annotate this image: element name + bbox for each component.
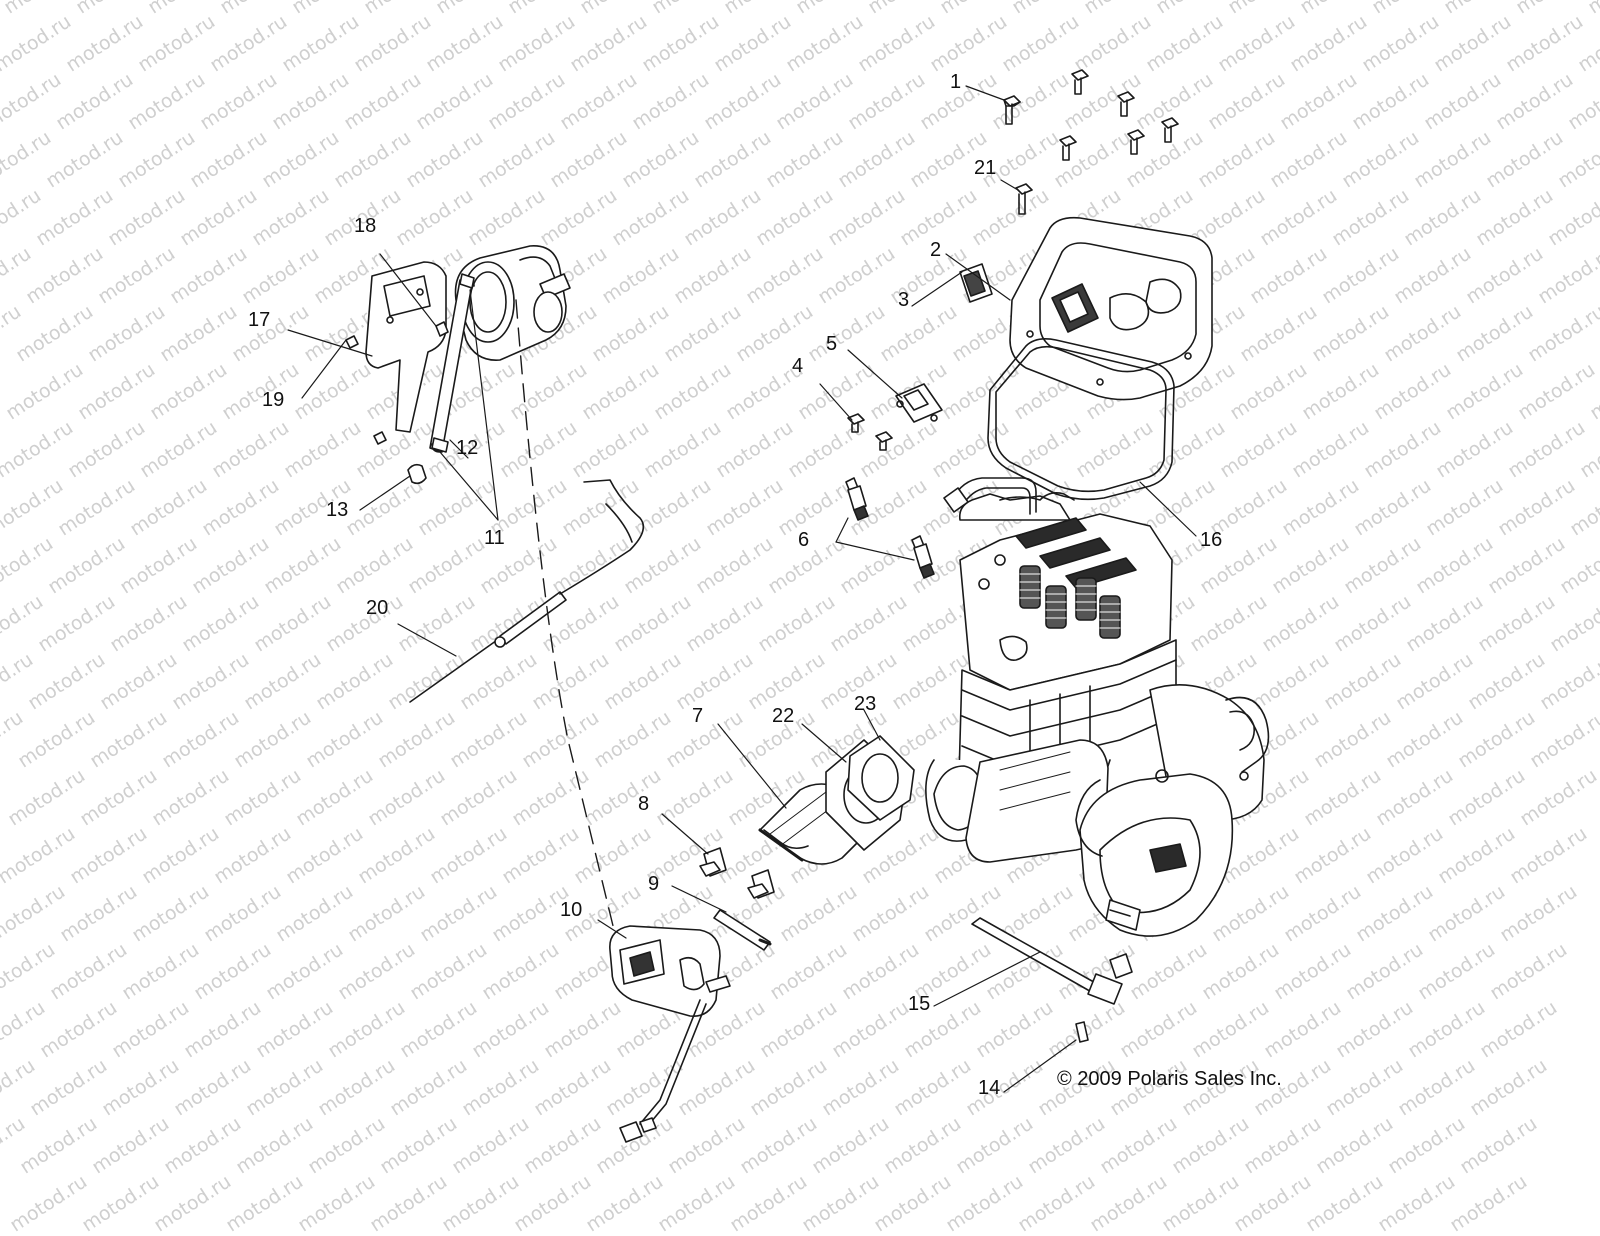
gasket-3 — [959, 263, 993, 303]
rod-15 — [971, 917, 1133, 1005]
throttle-cable — [409, 479, 645, 703]
callout-10: 10 — [560, 899, 583, 921]
bolt-4 — [847, 413, 865, 433]
bolt-8a — [699, 847, 727, 877]
callout-23: 23 — [854, 693, 877, 715]
callout-19: 19 — [262, 389, 285, 411]
bolt-top-d — [1127, 129, 1145, 155]
bolt-top-b — [1117, 91, 1135, 117]
valve-cover — [1009, 216, 1213, 401]
injector-assembly — [609, 925, 731, 1143]
callout-3: 3 — [898, 289, 910, 311]
sensor-5 — [895, 383, 943, 423]
throttle-body — [454, 245, 571, 361]
spark-plug-upper — [845, 477, 869, 521]
engine-assembly — [925, 492, 1270, 937]
pin-9 — [713, 909, 772, 951]
screw-18 — [435, 321, 449, 337]
leader-lines — [287, 85, 1197, 1093]
callout-14: 14 — [978, 1077, 1001, 1099]
callout-17: 17 — [248, 309, 271, 331]
callout-22: 22 — [772, 705, 795, 727]
parts-drawing — [287, 69, 1270, 1143]
bracket-17 — [365, 261, 447, 433]
callout-2: 2 — [930, 239, 942, 261]
callout-18: 18 — [354, 215, 377, 237]
screw-19 — [345, 335, 387, 445]
callout-4: 4 — [792, 355, 804, 377]
sensor-13 — [407, 463, 427, 485]
callout-5: 5 — [826, 333, 838, 355]
gasket-16 — [987, 338, 1175, 501]
callout-13: 13 — [326, 499, 349, 521]
bolt-21 — [1015, 183, 1033, 215]
hose-12 — [429, 273, 475, 453]
callout-1: 1 — [950, 71, 962, 93]
spark-plug-lower — [911, 535, 935, 579]
bolt-1 — [1003, 95, 1021, 125]
callout-12: 12 — [456, 437, 479, 459]
bolt-top-c — [1059, 135, 1077, 161]
bolt-top-e — [1161, 117, 1179, 143]
callout-8: 8 — [638, 793, 650, 815]
breather-hose — [943, 477, 1037, 515]
callout-9: 9 — [648, 873, 660, 895]
bolt-top-a — [1071, 69, 1089, 95]
callout-21: 21 — [974, 157, 997, 179]
callout-6: 6 — [798, 529, 810, 551]
intake-gasket-23 — [847, 735, 915, 821]
valve-springs — [1019, 565, 1121, 639]
callout-20: 20 — [366, 597, 389, 619]
callout-15: 15 — [908, 993, 931, 1015]
callout-7: 7 — [692, 705, 704, 727]
callout-11: 11 — [484, 527, 505, 549]
bolt-8b — [747, 869, 775, 899]
pin-14 — [1075, 1021, 1089, 1043]
callout-16: 16 — [1200, 529, 1223, 551]
bolt-5b — [875, 431, 893, 451]
copyright-notice: © 2009 Polaris Sales Inc. — [1057, 1068, 1282, 1090]
